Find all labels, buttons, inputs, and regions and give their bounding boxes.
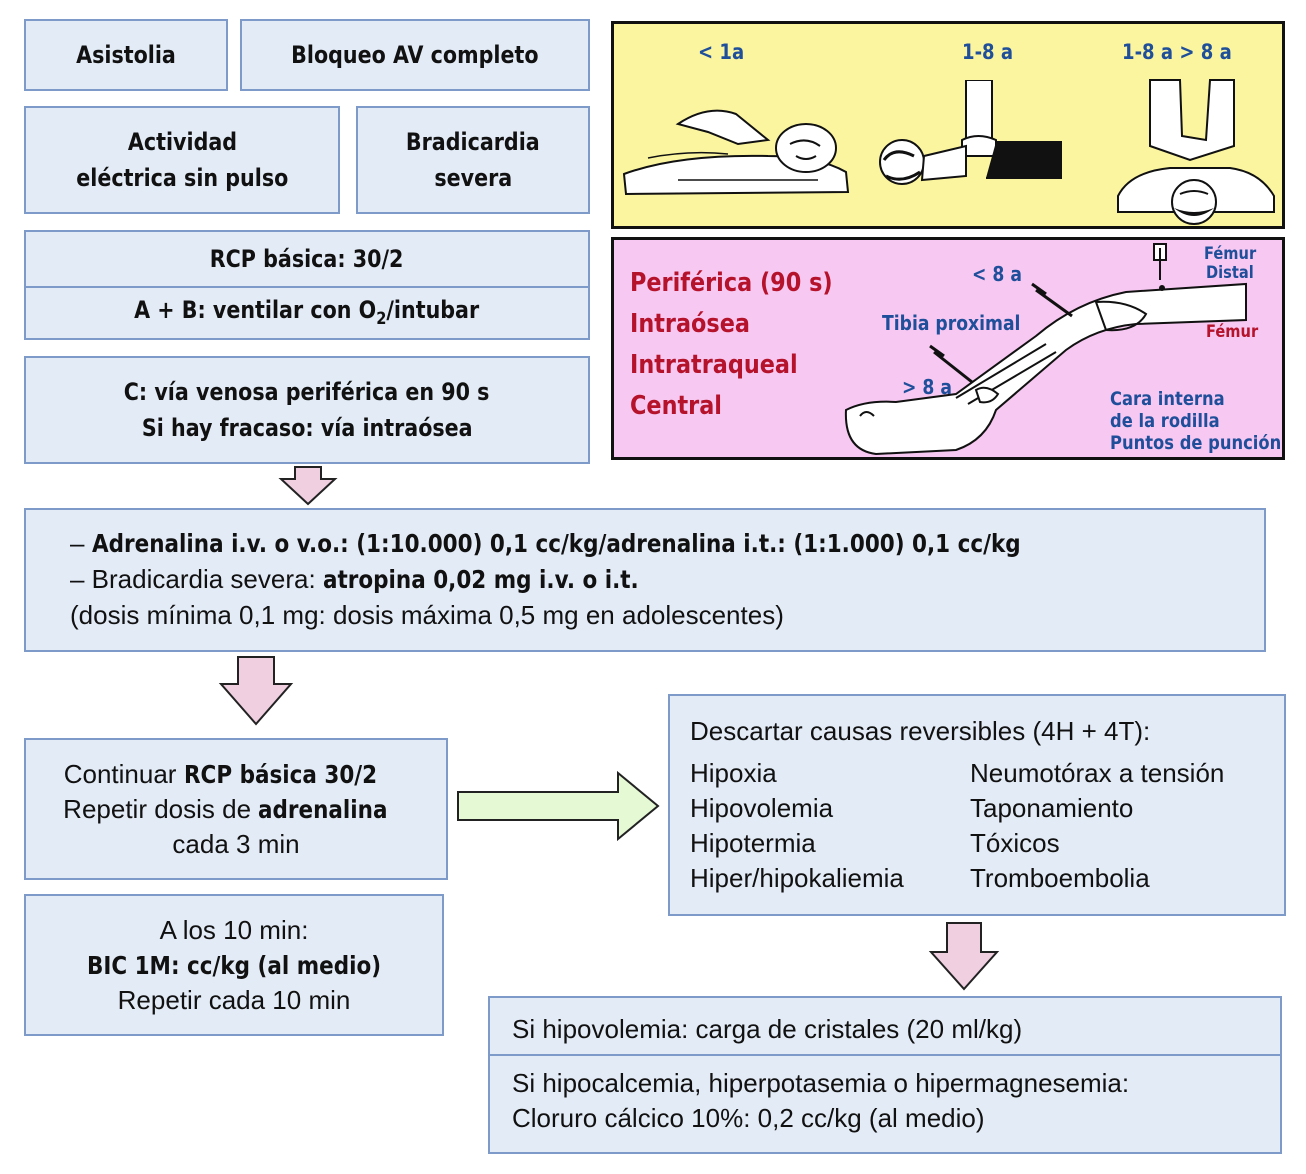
box-bicarbonato: A los 10 min: BIC 1M: cc/kg (al medio) R…: [24, 894, 444, 1036]
drug-line-1: – Adrenalina i.v. o v.o.: (1:10.000) 0,1…: [70, 528, 1021, 558]
bic-line-3: Repetir cada 10 min: [117, 984, 351, 1015]
arrow-down-1: [278, 466, 338, 506]
causas-t-list: Neumotórax a tensión Taponamiento Tóxico…: [970, 756, 1224, 896]
cpr-child-illustration: [879, 80, 1062, 185]
tratamiento-line-1: Si hipovolemia: carga de cristales (20 m…: [512, 1014, 1023, 1044]
box-bloqueo-av: Bloqueo AV completo: [240, 19, 590, 91]
causa-h-item: Hipovolemia: [690, 793, 834, 823]
age-lt1: < 1a: [698, 40, 745, 64]
continuar-line-2: Repetir dosis de adrenalina: [63, 793, 388, 824]
bradicardia-line-1: Bradicardia: [406, 128, 540, 156]
causa-t-item: Taponamiento: [970, 793, 1134, 823]
route-intratraqueal: Intratraqueal: [630, 350, 798, 380]
continuar-line-1: Continuar RCP básica 30/2: [63, 758, 377, 789]
causa-h-item: Hipotermia: [690, 828, 816, 858]
continuar-line-3: cada 3 min: [172, 828, 300, 859]
arrow-down-3: [928, 922, 1000, 991]
tratamiento-line-3: Cloruro cálcico 10%: 0,2 cc/kg (al medio…: [512, 1103, 985, 1133]
via-line-1: C: vía venosa periférica en 90 s: [124, 378, 490, 406]
tratamiento-divider: [490, 1054, 1280, 1056]
age-1-8-gt8: 1-8 a > 8 a: [1122, 40, 1232, 64]
actividad-line-1: Actividad: [127, 128, 237, 156]
box-bradicardia: Bradicardia severa: [356, 106, 590, 214]
causa-t-item: Neumotórax a tensión: [970, 758, 1225, 788]
label-gt8: > 8 a: [902, 375, 952, 399]
box-asistolia: Asistolia: [24, 19, 228, 91]
bradicardia-line-2: severa: [434, 164, 512, 192]
rcp-basica-text: RCP básica: 30/2: [210, 245, 404, 273]
asistolia-text: Asistolia: [76, 41, 176, 69]
label-cara-interna-1: Cara interna: [1110, 388, 1225, 410]
ab-ventilar-text: A + B: ventilar con O2/intubar: [134, 295, 480, 329]
drug-line-2: – Bradicardia severa: atropina 0,02 mg i…: [70, 564, 639, 594]
label-femur: Fémur: [1206, 322, 1259, 342]
panel-compresiones: < 1a 1-8 a 1-8 a > 8 a: [611, 21, 1285, 229]
causa-t-item: Tóxicos: [970, 828, 1060, 858]
label-lt8: < 8 a: [972, 262, 1022, 286]
box-via-venosa: C: vía venosa periférica en 90 s Si hay …: [24, 356, 590, 464]
bic-line-2: BIC 1M: cc/kg (al medio): [86, 950, 382, 980]
box-actividad-electrica: Actividad eléctrica sin pulso: [24, 106, 340, 214]
via-line-2: Si hay fracaso: vía intraósea: [141, 414, 473, 442]
tratamiento-line-2: Si hipocalcemia, hiperpotasemia o hiperm…: [512, 1068, 1130, 1098]
causa-h-item: Hiper/hipokaliemia: [690, 863, 904, 893]
cpr-adult-illustration: [1117, 79, 1275, 225]
age-1-8: 1-8 a: [962, 40, 1014, 64]
rcp-divider: [26, 286, 588, 288]
label-cara-interna-3: Puntos de punción: [1110, 432, 1282, 454]
label-femur-distal-2: Distal: [1206, 263, 1254, 283]
actividad-line-2: eléctrica sin pulso: [75, 164, 289, 192]
label-tibia-proximal: Tibia proximal: [882, 311, 1021, 335]
route-central: Central: [630, 391, 722, 421]
causas-h-list: Hipoxia Hipovolemia Hipotermia Hiper/hip…: [690, 756, 904, 896]
cpr-infant-illustration: [622, 109, 850, 196]
panel-acceso-vascular: Periférica (90 s) Intraósea Intratraquea…: [611, 237, 1285, 460]
arrow-down-2: [218, 656, 294, 726]
bloqueo-text: Bloqueo AV completo: [291, 41, 539, 69]
causas-title: Descartar causas reversibles (4H + 4T):: [690, 716, 1151, 746]
label-femur-distal-1: Fémur: [1204, 244, 1257, 264]
leg-illustration: [844, 243, 1247, 456]
box-rcp-ventilacion: RCP básica: 30/2 A + B: ventilar con O2/…: [24, 230, 590, 340]
label-cara-interna-2: de la rodilla: [1110, 410, 1220, 432]
causa-h-item: Hipoxia: [690, 758, 777, 788]
bic-line-1: A los 10 min:: [159, 914, 309, 945]
box-tratamiento: Si hipovolemia: carga de cristales (20 m…: [488, 996, 1282, 1154]
causa-t-item: Tromboembolia: [970, 863, 1150, 893]
box-medicacion: – Adrenalina i.v. o v.o.: (1:10.000) 0,1…: [24, 508, 1266, 652]
route-intraosea: Intraósea: [630, 309, 750, 339]
box-continuar-rcp: Continuar RCP básica 30/2 Repetir dosis …: [24, 738, 448, 880]
drug-line-3: (dosis mínima 0,1 mg: dosis máxima 0,5 m…: [70, 600, 784, 630]
route-periferica: Periférica (90 s): [630, 268, 833, 298]
box-causas-reversibles: Descartar causas reversibles (4H + 4T): …: [668, 694, 1286, 916]
arrow-right-green: [457, 770, 660, 842]
